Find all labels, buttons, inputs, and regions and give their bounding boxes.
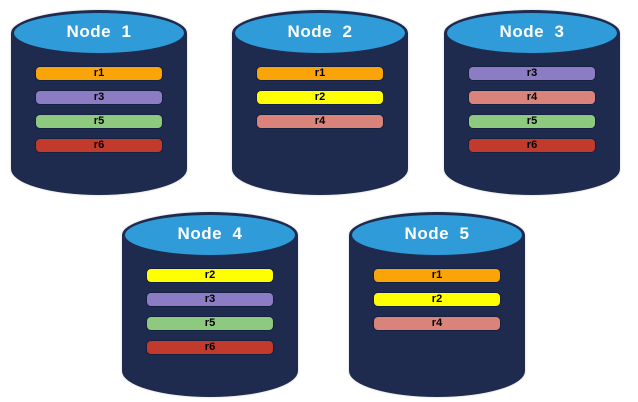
cylinder-top-ellipse: Node 2 [232,10,408,56]
replica-list: r3 r4 r5 r6 [468,66,596,153]
node-cylinder-3: Node 3 r3 r4 r5 r6 [444,7,620,195]
replica-bar-r4: r4 [468,90,596,105]
replica-label: r6 [93,139,105,151]
replica-bar-r6: r6 [146,340,274,355]
replica-label: r6 [526,139,538,151]
node-cylinder-5: Node 5 r1 r2 r4 [349,209,525,397]
replica-bar-r6: r6 [35,138,163,153]
replica-label: r5 [204,317,216,329]
node-cylinder-4: Node 4 r2 r3 r5 r6 [122,209,298,397]
replica-label: r2 [431,293,443,305]
replica-bar-r2: r2 [373,292,501,307]
replica-list: r1 r2 r4 [256,66,384,129]
node-cylinder-2: Node 2 r1 r2 r4 [232,7,408,195]
node-title: Node 1 [66,22,132,41]
replica-label: r2 [204,269,216,281]
node-title: Node 3 [499,22,565,41]
replica-label: r1 [314,67,326,79]
replica-list: r1 r2 r4 [373,268,501,331]
cylinder-top-ellipse: Node 4 [122,212,298,258]
replica-bar-r5: r5 [35,114,163,129]
replica-label: r3 [526,67,538,79]
replica-bar-r5: r5 [468,114,596,129]
replica-label: r4 [526,91,538,103]
replica-bar-r3: r3 [35,90,163,105]
replica-label: r5 [526,115,538,127]
replica-label: r4 [431,317,443,329]
replica-bar-r3: r3 [146,292,274,307]
node-title: Node 2 [287,22,353,41]
replica-label: r3 [93,91,105,103]
replica-label: r1 [431,269,443,281]
replica-label: r5 [93,115,105,127]
node-cylinder-1: Node 1 r1 r3 r5 r6 [11,7,187,195]
replica-list: r1 r3 r5 r6 [35,66,163,153]
node-title: Node 4 [177,224,243,243]
replica-bar-r2: r2 [256,90,384,105]
cylinder-top-ellipse: Node 5 [349,212,525,258]
replica-label: r6 [204,341,216,353]
replica-label: r3 [204,293,216,305]
replica-bar-r3: r3 [468,66,596,81]
replica-label: r1 [93,67,105,79]
replica-list: r2 r3 r5 r6 [146,268,274,355]
node-title: Node 5 [404,224,470,243]
replica-bar-r5: r5 [146,316,274,331]
replica-bar-r2: r2 [146,268,274,283]
replica-bar-r4: r4 [373,316,501,331]
replica-bar-r1: r1 [373,268,501,283]
cylinder-top-ellipse: Node 1 [11,10,187,56]
replica-bar-r1: r1 [35,66,163,81]
replica-label: r2 [314,91,326,103]
replica-bar-r4: r4 [256,114,384,129]
replica-bar-r1: r1 [256,66,384,81]
replica-label: r4 [314,115,326,127]
cylinder-top-ellipse: Node 3 [444,10,620,56]
replica-bar-r6: r6 [468,138,596,153]
